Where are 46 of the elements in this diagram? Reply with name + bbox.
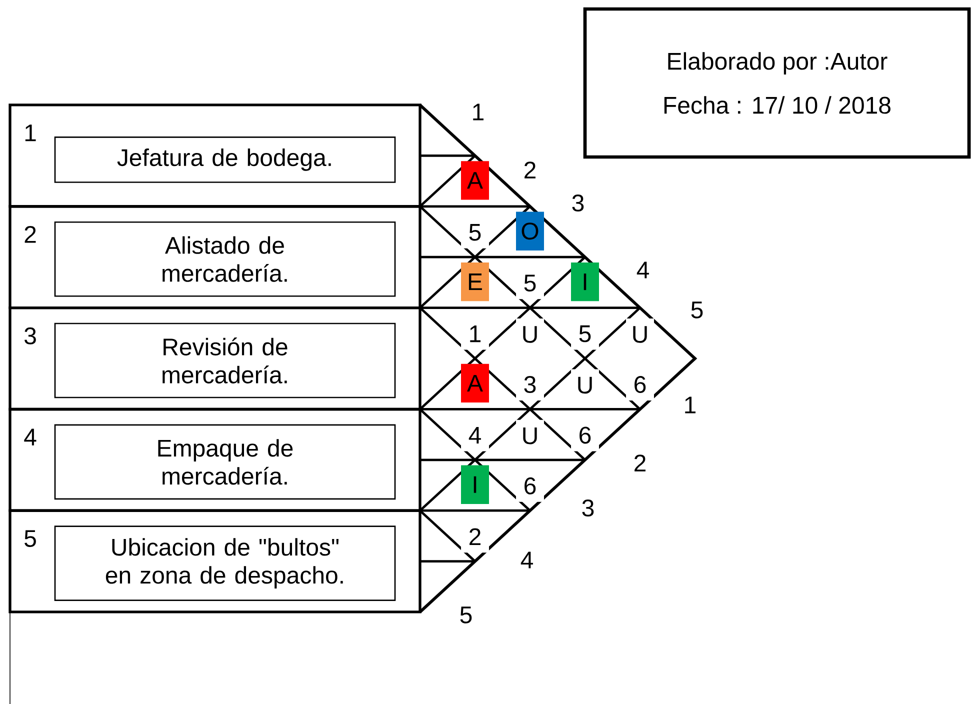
axis-number: 4 — [520, 552, 533, 568]
rating-letter: U — [626, 318, 654, 350]
row-number: 5 — [24, 530, 36, 547]
axis-number: 2 — [634, 454, 646, 472]
rating-letter: U — [516, 318, 544, 350]
axis-number: 2 — [524, 162, 536, 178]
activity-box: Revisión de mercadería. — [54, 322, 396, 398]
reason-number: 4 — [461, 419, 489, 452]
axis-number: 1 — [473, 104, 484, 120]
rating-letter: E — [461, 262, 489, 302]
activity-box: Jefatura de bodega. — [54, 136, 396, 183]
row-band — [8, 104, 422, 208]
rating-letter: I — [461, 465, 489, 504]
row-band — [8, 408, 422, 512]
rating-letter: U — [516, 420, 544, 452]
info-box: Elaborado por :Autor Fecha : 17/ 10 / 2018 — [583, 7, 971, 159]
reason-number: 5 — [571, 318, 599, 350]
reason-number: 1 — [461, 318, 489, 350]
rating-letter: A — [461, 161, 489, 200]
axis-number: 1 — [685, 396, 696, 414]
reason-number: 5 — [516, 267, 544, 300]
row-number: 4 — [24, 428, 36, 446]
row-number: 3 — [24, 327, 36, 344]
activity-box: Alistado de mercadería. — [54, 221, 396, 297]
reason-number: 6 — [516, 470, 544, 502]
activity-box: Ubicacion de "bultos" en zona de despacho. — [54, 526, 396, 601]
reason-number: 6 — [571, 419, 599, 452]
row-number: 1 — [25, 124, 36, 142]
axis-number: 3 — [572, 194, 584, 212]
row-band — [8, 306, 422, 411]
reason-number: 3 — [516, 368, 544, 400]
axis-number: 5 — [691, 302, 703, 318]
axis-number: 5 — [460, 606, 472, 624]
activity-box: Empaque de mercadería. — [54, 424, 396, 500]
row-band — [8, 205, 422, 310]
row-number: 2 — [24, 226, 36, 243]
rating-letter: U — [571, 369, 599, 402]
axis-number: 3 — [582, 500, 594, 516]
axis-number: 4 — [636, 262, 649, 278]
rating-letter: A — [461, 364, 489, 403]
rating-letter: I — [571, 262, 599, 302]
rating-letter: O — [516, 212, 544, 250]
reason-number: 5 — [461, 216, 489, 248]
reason-number: 2 — [461, 520, 489, 553]
row-band — [8, 509, 422, 614]
reason-number: 6 — [626, 368, 654, 400]
